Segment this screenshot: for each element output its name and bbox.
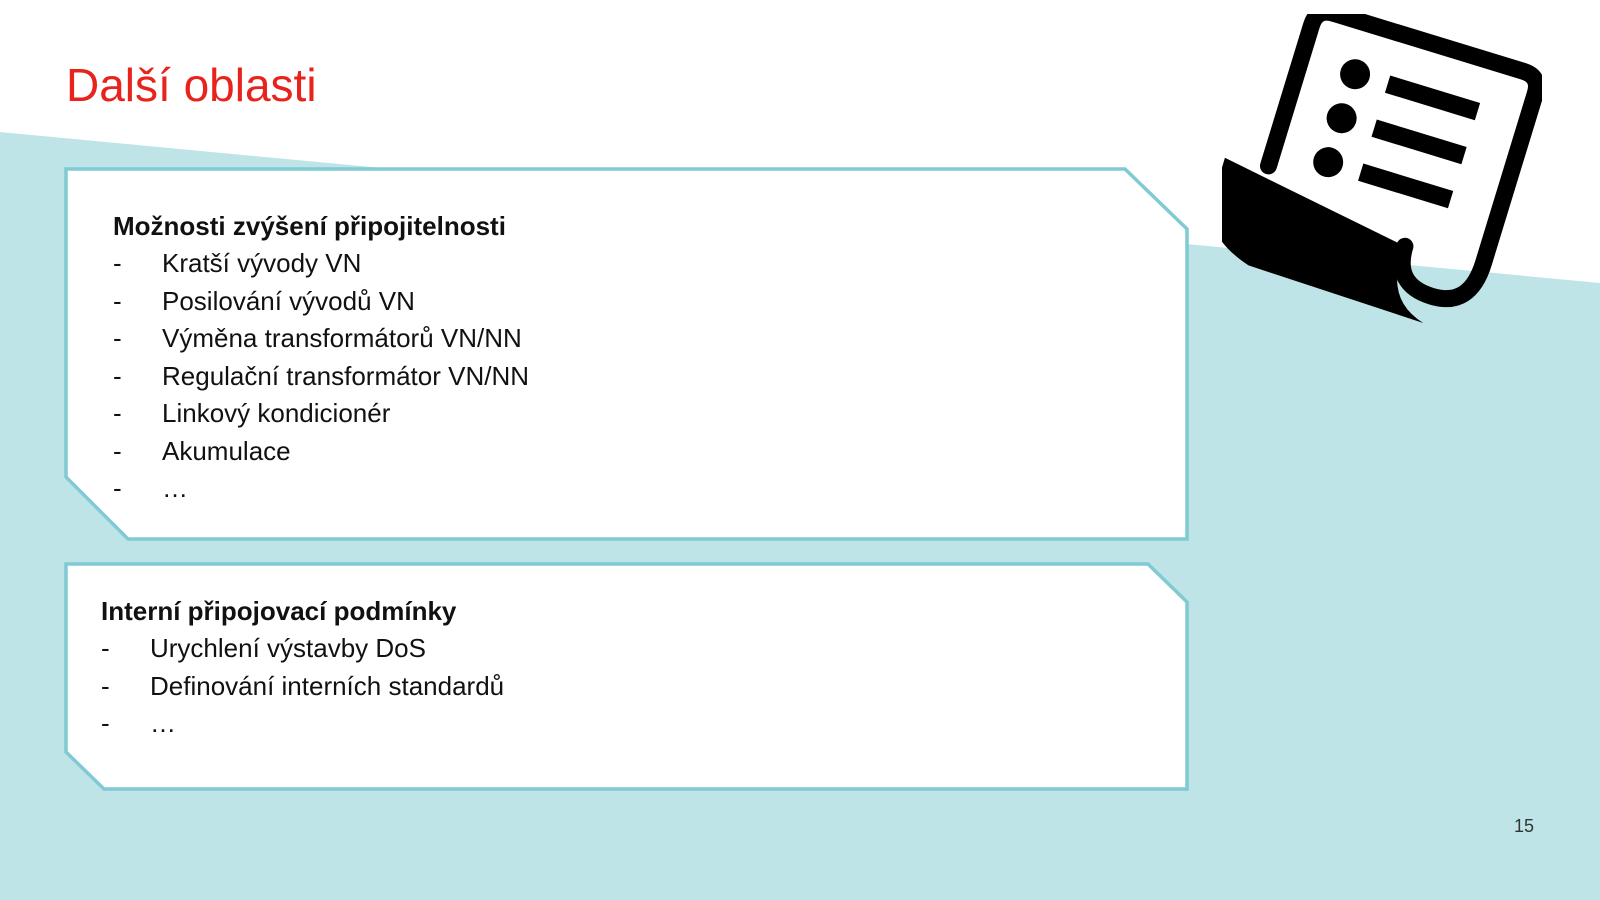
panel-heading: Možnosti zvýšení připojitelnosti [113,211,506,241]
bullet-dash: - [113,248,122,278]
list-item-text: Kratší vývody VN [162,248,362,278]
bullet-dash: - [113,323,122,353]
bullet-dash: - [113,435,122,466]
list-item: - Regulační transformátor VN/NN [113,358,1013,396]
bullet-list: -Kratší vývody VN -Posilování vývodů VN … [113,245,1013,508]
bullet-dash: - [101,670,110,701]
bullet-dash: - [101,633,110,663]
list-item: - Výměna transformátorů VN/NN [113,320,1013,358]
bullet-list: - Urychlení výstavby DoS - Definování inte… [101,630,1001,743]
list-item-text: Posilování vývodů VN [162,285,415,316]
list-item-text: … [150,708,176,738]
list-item: - Definování interních standardů [101,668,1001,706]
panel-internal-conditions: Interní připojovací podmínky - Urychlení … [101,593,1001,743]
bullet-dash: - [113,285,122,316]
list-item-text: Linkový kondicionér [162,398,391,428]
bullet-dash: - [113,360,122,391]
panel-connectivity: Možnosti zvýšení připojitelnosti - Kratší… [113,208,1013,508]
panel-heading: Interní připojovací podmínky [101,596,457,626]
list-item-text: Urychlení výstavby DoS [150,633,426,663]
checklist-document-icon [1222,14,1542,324]
bullet-dash: - [113,473,122,503]
list-item: - Posilování vývodů VN [113,283,1013,321]
list-item-text: Regulační transformátor VN/NN [162,360,530,391]
list-item-text: Akumulace [162,435,291,466]
list-item: - Urychlení výstavby DoS [101,630,1001,668]
page-title: Další oblasti [66,59,317,111]
bullet-dash: - [113,398,122,428]
list-item: - Kratší vývody VN [113,245,1013,283]
list-item-text: Výměna transformátorů VN/NN [162,323,522,353]
list-item: - Akumulace [113,433,1013,471]
list-item-text: Definování interních standardů [150,670,505,701]
page-number: 15 [1513,816,1534,836]
list-item-text: … [162,473,188,503]
list-item: -… [101,705,1001,743]
bullet-dash: - [101,708,110,738]
list-item: -… [113,470,1013,508]
list-item: - Linkový kondicionér [113,395,1013,433]
